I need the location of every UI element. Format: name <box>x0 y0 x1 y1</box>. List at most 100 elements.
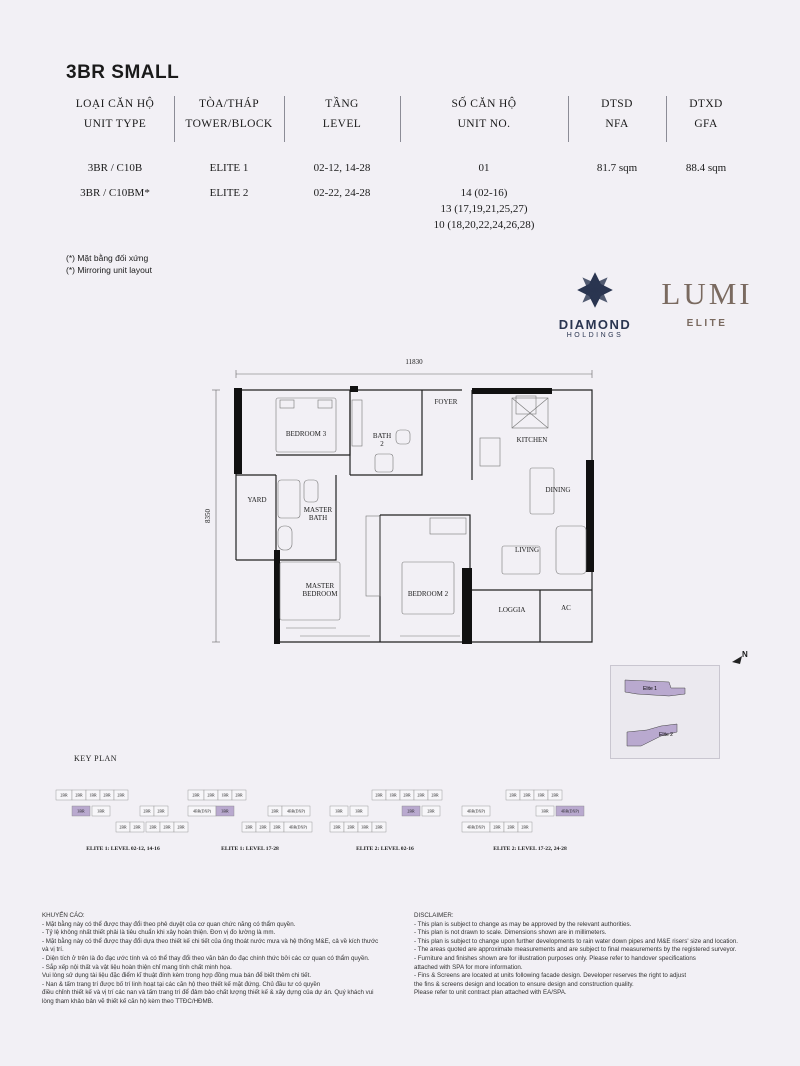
key-plan-cell <box>427 789 443 801</box>
key-plan-cell-label: 3BR <box>361 825 369 830</box>
room-bath-2-b: 2 <box>380 440 384 448</box>
cell-level: 02-22, 24-28 <box>313 187 371 199</box>
header-nfa: DTSD NFA <box>570 94 664 134</box>
cell-units: 01 <box>478 162 490 174</box>
divider <box>568 96 569 142</box>
furniture <box>275 395 587 637</box>
disclaimer-vi: KHUYẾN CÁO: - Mặt bằng này có thể được t… <box>42 912 402 1007</box>
key-plan-cell-label: 2BR <box>133 825 141 830</box>
key-plan-cell-label: 2BR <box>192 793 200 798</box>
site-minimap: Elite 1 Elite 2 <box>610 665 720 759</box>
cell-type: 3BR / C10BM* <box>80 187 150 199</box>
dim-height-label: 8350 <box>204 509 212 524</box>
lumi-wordmark: LUMI <box>661 276 753 311</box>
cell-units: 14 (02-16) 13 (17,19,21,25,27) 10 (18,20… <box>402 185 566 233</box>
disclaimer-line: - This plan is not drawn to scale. Dimen… <box>414 929 607 937</box>
key-plan-cell-label: 2BR <box>347 825 355 830</box>
header-vi: TẦNG <box>325 98 359 110</box>
room-bath-2-a: BATH <box>373 432 391 440</box>
key-plan-diagrams: 2BR 2BR 1BR 2BR 2BR 3BR 3BR 2BR 2BR 2BR 2BR 2BR 2BR 2… <box>55 789 585 833</box>
key-plan-cell-label: 2BR <box>235 793 243 798</box>
key-plan-cell-label: 2BR <box>245 825 253 830</box>
diamond-holdings-logo: DIAMOND HOLDINGS <box>540 272 650 339</box>
divider <box>284 96 285 142</box>
disclaimer-line: Vui lòng sử dụng tài liệu đặc điểm kĩ th… <box>42 972 312 980</box>
room-loggia: LOGGIA <box>499 606 526 614</box>
cell-level: 02-12, 14-28 <box>313 162 371 174</box>
key-plan-cell-label: 2BR <box>427 809 435 814</box>
room-master-bath-b: BATH <box>309 514 327 522</box>
key-plan-cell-label: 2BR <box>117 793 125 798</box>
key-plan-cell-label: 3BR <box>77 809 85 814</box>
cell-gfa: 88.4 sqm <box>685 162 727 174</box>
key-plan-cell-label: 1BR <box>537 793 545 798</box>
key-plan-cell-label: 2BR <box>523 793 531 798</box>
key-plan-cell-label: 2BR <box>507 825 515 830</box>
key-plan-cell-label: 1BR <box>221 793 229 798</box>
key-plan-cell-label: 2BR <box>149 825 157 830</box>
floor-plan: BEDROOM 3 BATH 2 FOYER KITCHEN DINING YA… <box>204 358 594 644</box>
elite-1-label: Elite 1 <box>643 686 657 692</box>
disclaimer-line: - The areas quoted are approximate measu… <box>414 946 737 954</box>
wall-thick <box>472 388 552 394</box>
note-line: (*) Mirroring unit layout <box>66 265 152 275</box>
disclaimer-line: - Sắp xếp nội thất và vật liệu hoàn thiệ… <box>42 963 232 971</box>
room-master-bath-a: MASTER <box>304 506 333 514</box>
header-unit-type: LOẠI CĂN HỘ UNIT TYPE <box>58 94 172 134</box>
divider <box>666 96 667 142</box>
key-plan-cell-label: 4BR(DXP) <box>287 809 306 814</box>
room-bedroom-2: BEDROOM 2 <box>408 590 449 598</box>
key-plan-cell <box>371 821 387 833</box>
header-unit-no: SỐ CĂN HỘ UNIT NO. <box>402 94 566 134</box>
key-plan-cell-label: 2BR <box>431 793 439 798</box>
key-plan-cell-label: 4BR(DXP) <box>467 809 486 814</box>
key-plan-cell-label: 2BR <box>551 793 559 798</box>
elite-text: ELITE <box>686 318 728 329</box>
north-label: N <box>742 650 748 659</box>
key-plan-cell-label: 2BR <box>521 825 529 830</box>
room-kitchen: KITCHEN <box>517 436 548 444</box>
header-en: LEVEL <box>322 118 362 130</box>
header-en: TOWER/BLOCK <box>185 118 273 130</box>
key-plan-cell-label: 3BR <box>221 809 229 814</box>
key-plan-cell-label: 2BR <box>375 793 383 798</box>
key-plan-cell-label: 2BR <box>143 809 151 814</box>
room-ac: AC <box>561 604 571 612</box>
divider <box>174 96 175 142</box>
elite-2-block <box>626 723 678 747</box>
disclaimer-line: - Furniture and finishes shown are for i… <box>414 954 696 962</box>
key-plan-cell-label: 1BR <box>389 793 397 798</box>
header-vi: DTXD <box>689 98 723 110</box>
key-plan-cell <box>231 789 247 801</box>
disclaimer-line: the fins & screens design and location t… <box>414 980 634 988</box>
header-level: TẦNG LEVEL <box>286 94 398 134</box>
disclaimer-line: lòng tham khảo bản vẽ thiết kế căn hộ kè… <box>42 997 214 1005</box>
header-en: GFA <box>694 118 718 130</box>
north-arrow-icon: N <box>730 650 752 670</box>
wall-thick <box>350 386 358 392</box>
disclaimer-en: DISCLAIMER: - This plan is subject to ch… <box>414 912 774 998</box>
key-plan-cell-label: 2BR <box>417 793 425 798</box>
key-plan-cell <box>547 789 563 801</box>
unit-line: 13 (17,19,21,25,27) <box>440 203 528 215</box>
key-plan-cell <box>129 821 145 833</box>
cell-nfa: 81.7 sqm <box>596 162 638 174</box>
room-dining: DINING <box>546 486 571 494</box>
key-plan-cell-label: 2BR <box>157 809 165 814</box>
wall-thick <box>234 388 242 474</box>
header-vi: DTSD <box>601 98 633 110</box>
key-caption: ELITE 1: LEVEL 02-12, 14-16 <box>86 846 160 852</box>
disclaimer-line: điều chỉnh thiết kế và vị trí các nan và… <box>42 989 374 997</box>
wall-thick <box>586 460 594 572</box>
disclaimer-title: KHUYẾN CÁO: <box>42 912 85 919</box>
key-plan-cell-label: 3BR <box>335 809 343 814</box>
key-plan-cell <box>283 821 313 833</box>
key-plan-cell-label: 2BR <box>333 825 341 830</box>
disclaimer-line: - This plan is subject to change upon fu… <box>414 937 739 945</box>
disclaimer-line: - Fins & Screens are located at units fo… <box>414 972 687 980</box>
key-plan-cell-label: 1BR <box>89 793 97 798</box>
disclaimer-line: - Nan & tấm trang trí được bố trí linh h… <box>42 980 321 988</box>
disclaimer-line: attached with SPA for more information. <box>414 963 523 971</box>
header-en: UNIT TYPE <box>83 118 147 130</box>
lumi-elite-logo: LUMI ELITE <box>652 276 762 336</box>
